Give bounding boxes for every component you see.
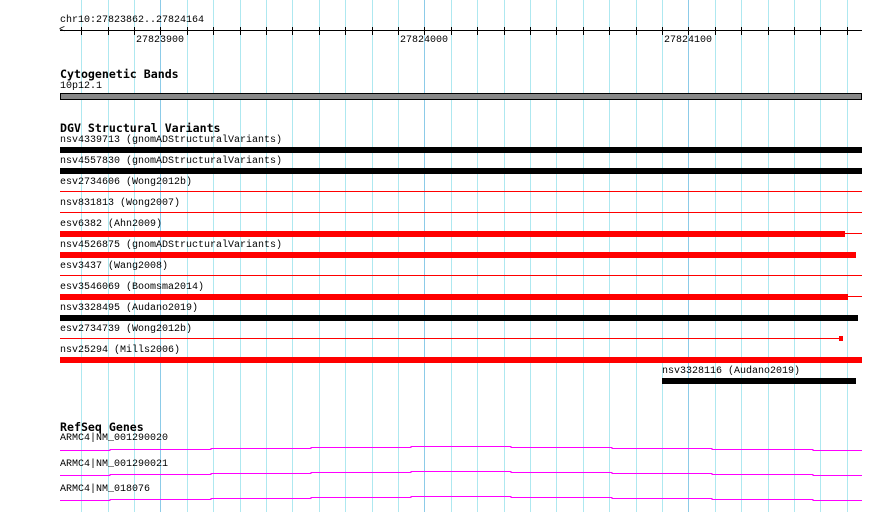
variant-bar[interactable]: [60, 275, 862, 276]
gene-label: ARMC4|NM_001290020: [60, 433, 169, 444]
ruler-tick: [556, 27, 557, 35]
variant-bar[interactable]: [60, 294, 848, 300]
cytoband-label: 10p12.1: [60, 81, 103, 92]
ruler-tick: [530, 27, 531, 35]
ruler-range-label: chr10:27823862..27824164: [60, 15, 205, 26]
ruler-tick: [504, 27, 505, 35]
ruler-tick: [477, 27, 478, 35]
ruler-tick: [662, 27, 663, 35]
ruler-axis[interactable]: [60, 30, 862, 31]
ruler-tick: [134, 27, 135, 35]
ruler-tick: [345, 27, 346, 35]
gene-label: ARMC4|NM_001290021: [60, 459, 169, 470]
variant-bar-extension: [845, 233, 862, 234]
ruler-tick-label: 27824100: [664, 35, 713, 46]
ruler-tick: [319, 27, 320, 35]
variant-label: esv3437 (Wang2008): [60, 261, 169, 272]
variant-bar[interactable]: [60, 252, 856, 258]
gene-model[interactable]: [60, 471, 862, 476]
ruler-tick: [266, 27, 267, 35]
variant-label: nsv3328116 (Audano2019): [662, 366, 801, 377]
gene-model[interactable]: [60, 496, 862, 501]
ruler-left-arrow-icon[interactable]: <: [59, 25, 66, 36]
variant-bar[interactable]: [662, 378, 856, 384]
refseq-track-title: RefSeq Genes: [60, 420, 144, 434]
gene-model[interactable]: [60, 446, 862, 451]
variant-bar[interactable]: [60, 191, 862, 192]
variant-bar-extension: [848, 296, 862, 297]
ruler-tick: [160, 27, 161, 35]
variant-label: esv2734606 (Wong2012b): [60, 177, 193, 188]
ruler-tick: [398, 27, 399, 35]
ruler-tick: [372, 27, 373, 35]
variant-bar-block: [839, 336, 843, 341]
ruler-tick: [688, 27, 689, 35]
variant-label: esv2734739 (Wong2012b): [60, 324, 193, 335]
gene-label: ARMC4|NM_018076: [60, 484, 151, 495]
ruler-tick: [583, 27, 584, 35]
variant-bar[interactable]: [60, 147, 862, 153]
ruler-tick: [715, 27, 716, 35]
ruler-tick: [847, 27, 848, 35]
ruler-tick: [187, 27, 188, 35]
ruler-tick: [424, 27, 425, 35]
variant-bar[interactable]: [60, 212, 862, 213]
ruler-tick: [108, 27, 109, 35]
dgv-track-title: DGV Structural Variants: [60, 121, 221, 135]
ruler-tick-label: 27823900: [136, 35, 185, 46]
variant-bar[interactable]: [60, 357, 862, 363]
variant-label: nsv4526875 (gnomADStructuralVariants): [60, 240, 283, 251]
ruler-tick: [292, 27, 293, 35]
variant-label: nsv3328495 (Audano2019): [60, 303, 199, 314]
variant-label: nsv831813 (Wong2007): [60, 198, 181, 209]
ruler-tick: [768, 27, 769, 35]
variant-bar[interactable]: [60, 231, 845, 237]
ruler-tick: [81, 27, 82, 35]
ruler-tick: [636, 27, 637, 35]
variant-label: nsv25294 (Mills2006): [60, 345, 181, 356]
cytoband-track-title: Cytogenetic Bands: [60, 67, 179, 81]
variant-label: esv3546069 (Boomsma2014): [60, 282, 205, 293]
ruler-tick-label: 27824000: [400, 35, 449, 46]
variant-label: nsv4557830 (gnomADStructuralVariants): [60, 156, 283, 167]
variant-bar[interactable]: [60, 168, 862, 174]
ruler-tick: [240, 27, 241, 35]
variant-bar[interactable]: [60, 315, 858, 321]
variant-label: esv6382 (Ahn2009): [60, 219, 163, 230]
variant-label: nsv4339713 (gnomADStructuralVariants): [60, 135, 283, 146]
variant-bar[interactable]: [60, 338, 840, 339]
ruler-tick: [451, 27, 452, 35]
ruler-tick: [820, 27, 821, 35]
ruler-tick: [609, 27, 610, 35]
ruler-tick: [741, 27, 742, 35]
cytoband-bar[interactable]: [60, 93, 862, 100]
ruler-tick: [794, 27, 795, 35]
ruler-tick: [213, 27, 214, 35]
